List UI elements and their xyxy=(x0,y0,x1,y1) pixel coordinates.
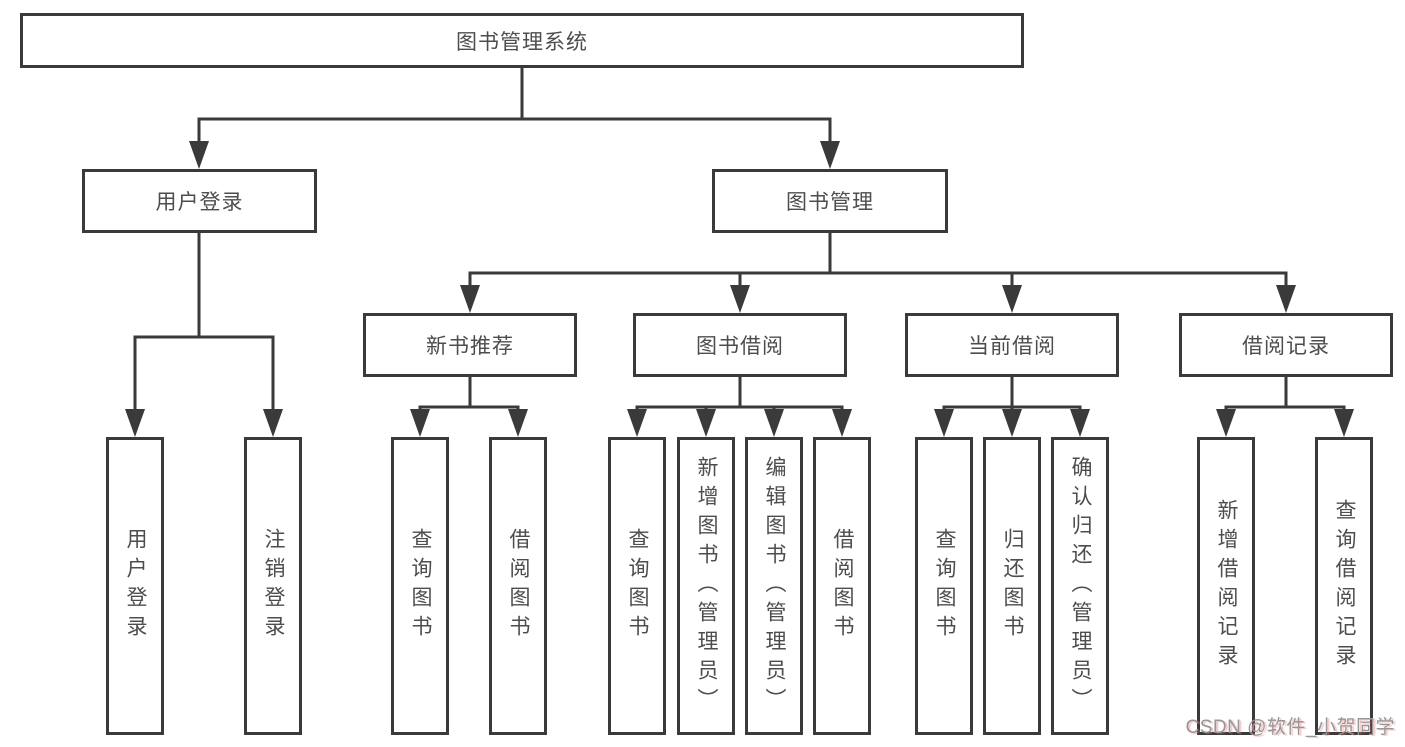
arrowhead-icon xyxy=(1216,409,1236,437)
arrowhead-icon xyxy=(1002,409,1022,437)
csdn-watermark: CSDN @软件_小贺同学 xyxy=(1185,717,1395,738)
leaf-query-borrow-record: 查询借阅记录 xyxy=(1315,437,1373,735)
leaf-query-books-current-label: 查询图书 xyxy=(933,528,957,644)
leaf-edit-books-admin: 编辑图书（管理员） xyxy=(745,437,803,735)
arrowhead-icon xyxy=(1276,285,1296,313)
leaf-borrow-books-label: 借阅图书 xyxy=(831,528,855,644)
node-book-management-label: 图书管理 xyxy=(786,191,874,214)
leaf-query-books-borrow-label: 查询图书 xyxy=(626,528,650,644)
leaf-borrow-books: 借阅图书 xyxy=(813,437,871,735)
leaf-confirm-return-admin-label: 确认归还（管理员） xyxy=(1069,455,1093,717)
leaf-edit-books-admin-label: 编辑图书（管理员） xyxy=(763,455,787,717)
arrowhead-icon xyxy=(1334,409,1354,437)
arrowhead-icon xyxy=(934,409,954,437)
leaf-logout: 注销登录 xyxy=(244,437,302,735)
node-root: 图书管理系统 xyxy=(20,13,1024,68)
leaf-query-books-recommend-label: 查询图书 xyxy=(409,528,433,644)
arrowhead-icon xyxy=(410,409,430,437)
leaf-add-borrow-record: 新增借阅记录 xyxy=(1197,437,1255,735)
leaf-add-borrow-record-label: 新增借阅记录 xyxy=(1215,499,1239,673)
arrowhead-icon xyxy=(832,409,852,437)
node-new-book-recommend-label: 新书推荐 xyxy=(426,335,514,358)
arrowhead-icon xyxy=(189,141,209,169)
node-book-borrowing-label: 图书借阅 xyxy=(696,335,784,358)
leaf-borrow-books-recommend: 借阅图书 xyxy=(489,437,547,735)
node-borrowing-records-label: 借阅记录 xyxy=(1242,335,1330,358)
leaf-query-books-current: 查询图书 xyxy=(915,437,973,735)
leaf-query-borrow-record-label: 查询借阅记录 xyxy=(1333,499,1357,673)
node-user-login: 用户登录 xyxy=(82,169,317,233)
leaf-query-books-recommend: 查询图书 xyxy=(391,437,449,735)
leaf-add-books-admin-label: 新增图书（管理员） xyxy=(695,455,719,717)
leaf-return-books: 归还图书 xyxy=(983,437,1041,735)
leaf-query-books-borrow: 查询图书 xyxy=(608,437,666,735)
arrowhead-icon xyxy=(764,409,784,437)
node-user-login-label: 用户登录 xyxy=(155,191,244,214)
leaf-return-books-label: 归还图书 xyxy=(1001,528,1025,644)
arrowhead-icon xyxy=(508,409,528,437)
arrowhead-icon xyxy=(820,141,840,169)
node-root-label: 图书管理系统 xyxy=(456,30,588,54)
node-borrowing-records: 借阅记录 xyxy=(1179,313,1393,377)
node-book-management: 图书管理 xyxy=(712,169,948,233)
node-current-borrowing-label: 当前借阅 xyxy=(968,335,1056,358)
arrowhead-icon xyxy=(460,285,480,313)
node-current-borrowing: 当前借阅 xyxy=(905,313,1119,377)
arrowhead-icon xyxy=(1070,409,1090,437)
leaf-user-login: 用户登录 xyxy=(106,437,164,735)
arrowhead-icon xyxy=(1002,285,1022,313)
leaf-user-login-label: 用户登录 xyxy=(124,528,148,644)
leaf-borrow-books-recommend-label: 借阅图书 xyxy=(507,528,531,644)
node-new-book-recommend: 新书推荐 xyxy=(363,313,577,377)
leaf-add-books-admin: 新增图书（管理员） xyxy=(677,437,735,735)
arrowhead-icon xyxy=(696,409,716,437)
arrowhead-icon xyxy=(263,409,283,437)
arrowhead-icon xyxy=(125,409,145,437)
leaf-logout-label: 注销登录 xyxy=(262,528,286,644)
arrowhead-icon xyxy=(730,285,750,313)
leaf-confirm-return-admin: 确认归还（管理员） xyxy=(1051,437,1109,735)
arrowhead-icon xyxy=(627,409,647,437)
node-book-borrowing: 图书借阅 xyxy=(633,313,847,377)
